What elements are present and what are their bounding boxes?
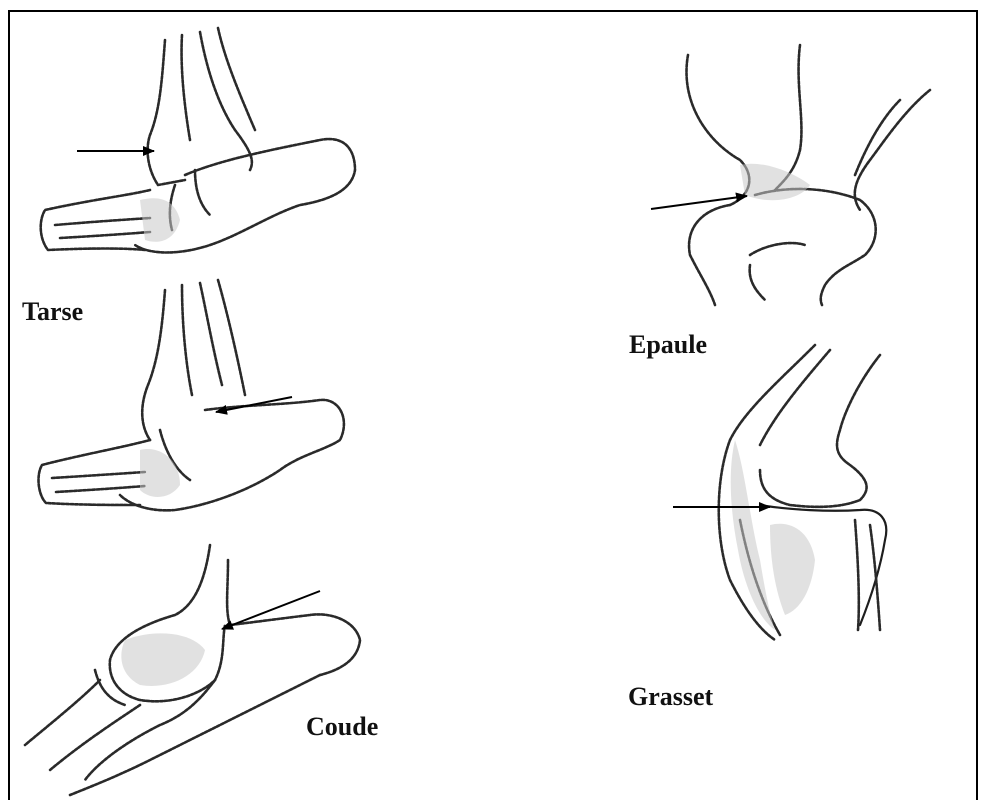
label-epaule: Epaule	[629, 330, 707, 360]
label-grasset: Grasset	[628, 682, 713, 712]
label-tarse: Tarse	[22, 297, 83, 327]
label-coude: Coude	[306, 712, 378, 742]
shoulder-drawing	[687, 45, 930, 305]
stifle-drawing	[719, 345, 887, 640]
tarsus-drawing-2	[39, 280, 344, 510]
elbow-arrow	[222, 591, 320, 629]
tarsus-drawing-1	[41, 28, 355, 253]
elbow-drawing	[25, 545, 360, 795]
